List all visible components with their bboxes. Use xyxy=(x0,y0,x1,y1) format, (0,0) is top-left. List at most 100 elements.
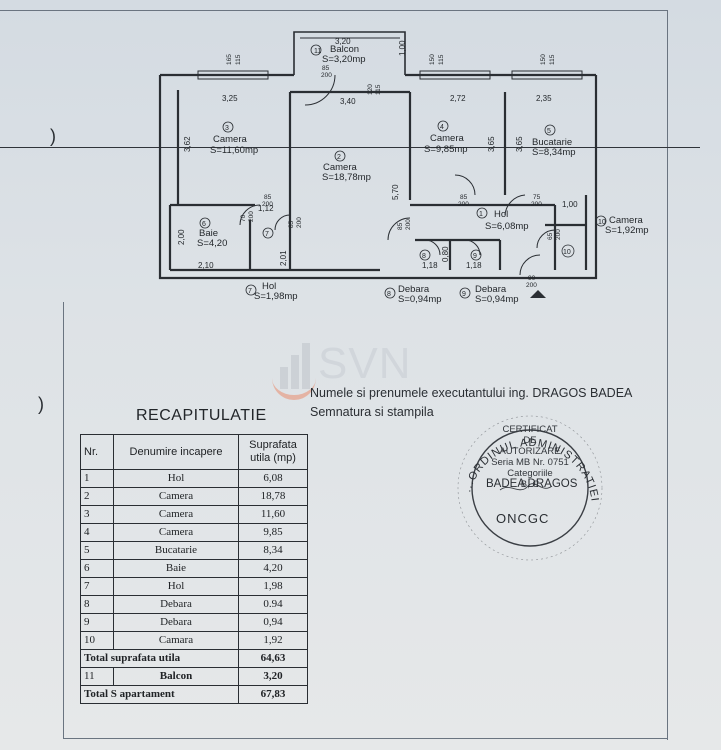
row-room: Bucatarie xyxy=(113,541,239,560)
watermark-logo: SVN xyxy=(270,335,460,400)
row-room: Debara xyxy=(113,613,239,632)
total-row: Total S apartament 67,83 xyxy=(80,685,308,704)
svg-text:65: 65 xyxy=(547,232,554,240)
svg-text:S=0,94mp: S=0,94mp xyxy=(398,294,442,305)
row-room: Baie xyxy=(113,559,239,578)
svg-text:S=4,20: S=4,20 xyxy=(197,238,227,249)
svg-text:10: 10 xyxy=(598,219,606,226)
svg-text:1,18: 1,18 xyxy=(422,261,438,270)
svg-text:8: 8 xyxy=(387,291,391,298)
svg-text:200: 200 xyxy=(262,201,273,208)
svg-text:0,80: 0,80 xyxy=(441,246,450,262)
svg-text:3: 3 xyxy=(225,125,229,132)
stamp-name: BADEA DRAGOS xyxy=(486,478,578,490)
total-value: 67,83 xyxy=(238,685,308,704)
row-nr: 3 xyxy=(80,505,114,524)
stamp-line6: B, C xyxy=(520,479,540,490)
svg-text:115: 115 xyxy=(549,54,556,65)
svg-text:7: 7 xyxy=(265,231,269,238)
svg-text:200: 200 xyxy=(531,201,542,208)
stamp-line4: Seria MB Nr. 0751 xyxy=(491,457,569,468)
svg-text:2,01: 2,01 xyxy=(279,250,288,266)
svg-text:S=1,92mp: S=1,92mp xyxy=(605,225,649,236)
stamp-line3: AUTORIZARE xyxy=(499,446,561,457)
hole-mark-2: ) xyxy=(38,394,44,414)
row-nr: 5 xyxy=(80,541,114,560)
stamp-line2: DE xyxy=(523,435,537,446)
svg-text:Hol: Hol xyxy=(262,281,276,292)
svg-text:200: 200 xyxy=(526,282,537,289)
svg-text:3,62: 3,62 xyxy=(183,136,192,152)
svg-text:S=1,98mp: S=1,98mp xyxy=(254,291,298,302)
floor-plan: 11 Balcon S=3,20mp 3 Camera S=11,60mp 2 … xyxy=(158,31,649,305)
svg-text:120: 120 xyxy=(367,84,374,95)
svg-text:85: 85 xyxy=(460,194,468,201)
signature-scribble xyxy=(499,483,553,491)
svg-text:8: 8 xyxy=(422,253,426,260)
svg-text:75: 75 xyxy=(533,194,541,201)
row-area: 6,08 xyxy=(238,469,308,488)
svg-text:90: 90 xyxy=(528,275,536,282)
svg-text:Camera: Camera xyxy=(323,162,358,173)
svg-text:3,40: 3,40 xyxy=(340,97,356,106)
svg-text:115: 115 xyxy=(438,54,445,65)
watermark-bars-icon xyxy=(270,343,318,400)
row-area: 4,20 xyxy=(238,559,308,578)
row-nr: 2 xyxy=(80,487,114,506)
svg-text:5,70: 5,70 xyxy=(391,184,400,200)
row-area: 1,92 xyxy=(238,631,308,650)
row-nr: 7 xyxy=(80,577,114,596)
balcony-nr: 11 xyxy=(80,667,114,686)
svg-text:3,20: 3,20 xyxy=(335,37,351,46)
balcony-row: 11 Balcon 3,20 xyxy=(80,667,308,686)
total-useful-row: Total suprafata utila 64,63 xyxy=(80,649,308,668)
svg-text:S=18,78mp: S=18,78mp xyxy=(322,172,371,183)
svg-text:S=6,08mp: S=6,08mp xyxy=(485,221,529,232)
svg-text:Debara: Debara xyxy=(398,284,430,295)
svg-text:2,10: 2,10 xyxy=(198,261,214,270)
svg-text:9: 9 xyxy=(473,253,477,260)
svg-text:1,12: 1,12 xyxy=(258,204,274,213)
svg-text:85: 85 xyxy=(264,194,272,201)
svg-text:1,00: 1,00 xyxy=(562,200,578,209)
stamp-line5: Categoriile xyxy=(507,468,553,479)
row-area: 0.94 xyxy=(238,595,308,614)
frame-left xyxy=(63,302,64,739)
svg-text:1,18: 1,18 xyxy=(466,261,482,270)
total-label: Total S apartament xyxy=(80,685,239,704)
row-nr: 6 xyxy=(80,559,114,578)
row-nr: 4 xyxy=(80,523,114,542)
svg-text:150: 150 xyxy=(429,54,436,65)
svg-text:200: 200 xyxy=(321,72,332,79)
row-nr: 8 xyxy=(80,595,114,614)
svg-text:Debara: Debara xyxy=(475,284,507,295)
svg-text:Camera: Camera xyxy=(430,133,465,144)
svg-text:9: 9 xyxy=(462,291,466,298)
svg-text:Hol: Hol xyxy=(494,209,508,220)
row-area: 11,60 xyxy=(238,505,308,524)
entrance-marker xyxy=(530,290,546,298)
svg-text:Baie: Baie xyxy=(199,228,218,239)
svg-text:1: 1 xyxy=(479,211,483,218)
svg-text:200: 200 xyxy=(296,217,303,228)
svg-text:200: 200 xyxy=(555,229,562,240)
svg-text:S=3,20mp: S=3,20mp xyxy=(322,54,366,65)
stamp-bottom-text: ONCGC xyxy=(496,511,550,526)
svg-text:85: 85 xyxy=(322,65,330,72)
frame-bottom xyxy=(63,738,668,739)
row-area: 1,98 xyxy=(238,577,308,596)
svg-text:3,65: 3,65 xyxy=(515,136,524,152)
row-room: Camera xyxy=(113,523,239,542)
svg-text:5: 5 xyxy=(547,128,551,135)
header-area: Suprafata utila (mp) xyxy=(238,434,308,470)
row-area: 9,85 xyxy=(238,523,308,542)
row-nr: 1 xyxy=(80,469,114,488)
